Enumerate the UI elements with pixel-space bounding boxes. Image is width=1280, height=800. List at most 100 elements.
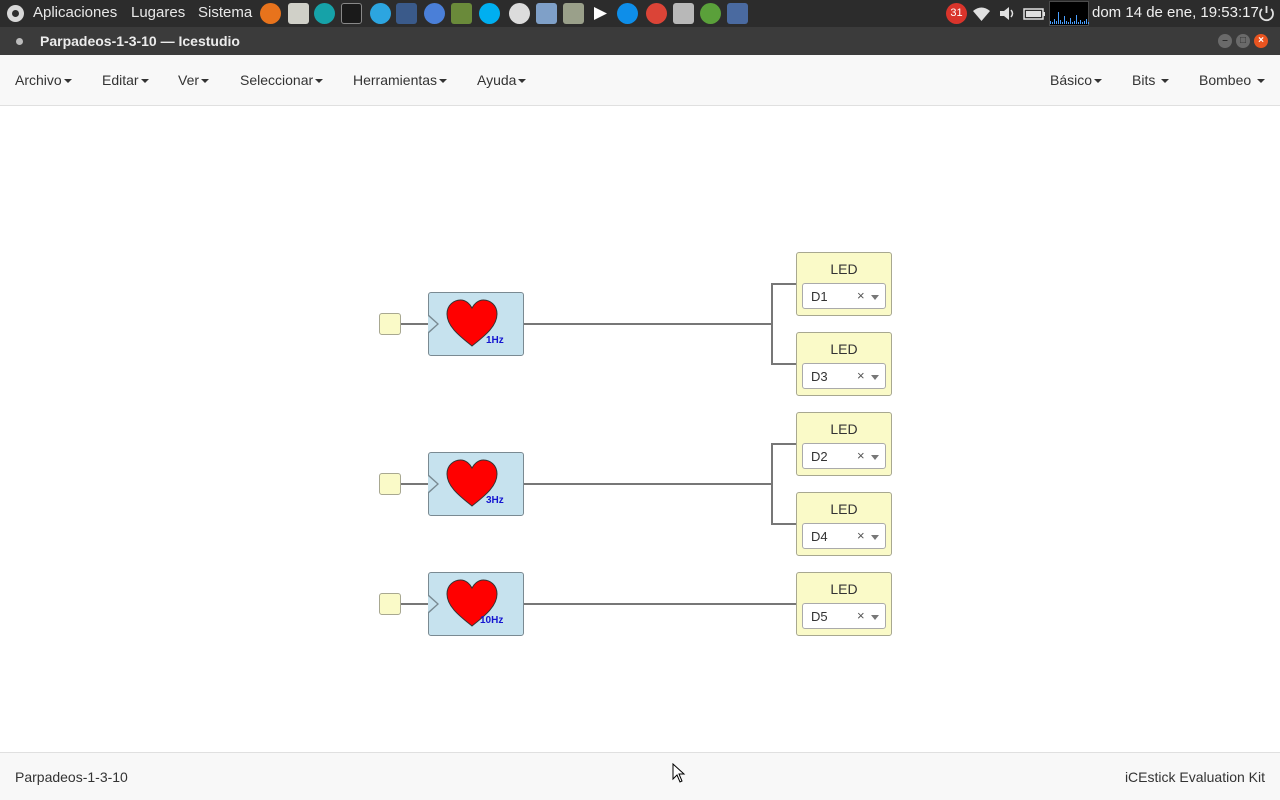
firefox-icon[interactable] [260, 3, 281, 24]
heart-icon [446, 579, 498, 627]
sysmon-bar [1088, 22, 1089, 24]
maximize-button[interactable]: □ [1236, 34, 1250, 48]
menu-applications[interactable]: Aplicaciones [33, 4, 118, 21]
wire[interactable] [523, 603, 797, 605]
board-selector[interactable]: iCEstick Evaluation Kit [1124, 769, 1265, 785]
chevron-down-icon[interactable] [871, 295, 879, 300]
desktop-icon[interactable] [727, 3, 748, 24]
chevron-down-icon[interactable] [871, 615, 879, 620]
wire[interactable] [771, 283, 773, 364]
led-block-d3[interactable]: LED D3 × [796, 332, 892, 396]
pin-select[interactable]: D3 × [802, 363, 886, 389]
mouse-cursor-icon [672, 763, 686, 783]
wire[interactable] [771, 443, 773, 524]
globe-icon[interactable] [700, 3, 721, 24]
clock-input-arrow [428, 594, 439, 614]
wire[interactable] [771, 523, 797, 525]
wifi-icon[interactable] [971, 3, 992, 24]
wire[interactable] [523, 483, 773, 485]
input-port[interactable] [379, 593, 401, 615]
input-port[interactable] [379, 473, 401, 495]
clock-block-3hz[interactable]: 3Hz [428, 452, 524, 516]
menu-ver[interactable]: Ver [178, 72, 210, 88]
menu-basico[interactable]: Básico [1050, 72, 1103, 88]
led-block-d4[interactable]: LED D4 × [796, 492, 892, 556]
menu-places[interactable]: Lugares [131, 4, 186, 21]
wire[interactable] [523, 323, 773, 325]
calculator-icon[interactable] [563, 3, 584, 24]
telegram-icon[interactable] [370, 3, 391, 24]
menu-seleccionar[interactable]: Seleccionar [240, 72, 324, 88]
terminal-icon[interactable] [341, 3, 362, 24]
battery-icon[interactable] [1023, 3, 1045, 24]
sysmon-bar [1060, 20, 1061, 24]
notification-badge[interactable]: 31 [946, 3, 967, 24]
clock-frequency-label: 1Hz [486, 335, 504, 346]
menu-archivo[interactable]: Archivo [15, 72, 72, 88]
wire[interactable] [400, 603, 430, 605]
tools-icon[interactable] [451, 3, 472, 24]
led-title: LED [830, 261, 858, 277]
menu-editar[interactable]: Editar [102, 72, 149, 88]
pin-select[interactable]: D4 × [802, 523, 886, 549]
chevron-down-icon[interactable] [871, 535, 879, 540]
chrome-icon[interactable] [646, 3, 667, 24]
teamviewer-icon[interactable] [617, 3, 638, 24]
close-button[interactable]: × [1254, 34, 1268, 48]
chevron-down-icon[interactable] [871, 375, 879, 380]
led-block-d1[interactable]: LED D1 × [796, 252, 892, 316]
chevron-down-icon[interactable] [871, 455, 879, 460]
led-block-d5[interactable]: LED D5 × [796, 572, 892, 636]
files-icon[interactable] [288, 3, 309, 24]
sysmon-bar [1062, 22, 1063, 24]
pin-select[interactable]: D1 × [802, 283, 886, 309]
skype-icon[interactable] [479, 3, 500, 24]
menu-bits[interactable]: Bits [1132, 72, 1170, 88]
chromium-icon[interactable] [424, 3, 445, 24]
heart-icon [446, 459, 498, 507]
arrow-app-icon[interactable] [590, 3, 611, 24]
ubuntu-logo-icon[interactable] [7, 5, 24, 22]
clear-icon[interactable]: × [857, 528, 865, 543]
pin-select[interactable]: D2 × [802, 443, 886, 469]
clear-icon[interactable]: × [857, 368, 865, 383]
arduino-icon[interactable] [314, 3, 335, 24]
window-menu-icon[interactable] [16, 38, 23, 45]
clear-icon[interactable]: × [857, 448, 865, 463]
menu-system[interactable]: Sistema [198, 4, 253, 21]
calc-icon[interactable] [673, 3, 694, 24]
clear-icon[interactable]: × [857, 608, 865, 623]
project-name: Parpadeos-1-3-10 [15, 769, 128, 785]
pin-value: D2 [811, 449, 828, 464]
clock[interactable]: dom 14 de ene, 19:53:17 [1092, 4, 1259, 21]
wire[interactable] [771, 363, 797, 365]
sysmon-bar [1084, 21, 1085, 24]
led-title: LED [830, 581, 858, 597]
power-icon[interactable] [1256, 3, 1277, 24]
virtualbox-icon[interactable] [536, 3, 557, 24]
led-block-d2[interactable]: LED D2 × [796, 412, 892, 476]
menu-ayuda[interactable]: Ayuda [477, 72, 527, 88]
input-port[interactable] [379, 313, 401, 335]
monitor-icon[interactable] [396, 3, 417, 24]
circuit-canvas[interactable]: 1Hz 3Hz 10Hz LED D1 × LED D3 × LED D2 × [0, 106, 1280, 752]
sysmon-bar [1056, 21, 1057, 24]
pin-select[interactable]: D5 × [802, 603, 886, 629]
wire[interactable] [771, 283, 797, 285]
wire[interactable] [771, 443, 797, 445]
clock-block-10hz[interactable]: 10Hz [428, 572, 524, 636]
menu-bombeo[interactable]: Bombeo [1199, 72, 1266, 88]
heart-icon [446, 299, 498, 347]
menu-herramientas[interactable]: Herramientas [353, 72, 448, 88]
wire[interactable] [400, 323, 430, 325]
minimize-button[interactable]: – [1218, 34, 1232, 48]
clear-icon[interactable]: × [857, 288, 865, 303]
pin-value: D5 [811, 609, 828, 624]
system-monitor-graph[interactable] [1049, 1, 1089, 26]
volume-icon[interactable] [997, 3, 1018, 24]
sysmon-bar [1054, 19, 1055, 24]
info-icon[interactable] [509, 3, 530, 24]
clock-block-1hz[interactable]: 1Hz [428, 292, 524, 356]
sysmon-bar [1050, 21, 1051, 24]
wire[interactable] [400, 483, 430, 485]
